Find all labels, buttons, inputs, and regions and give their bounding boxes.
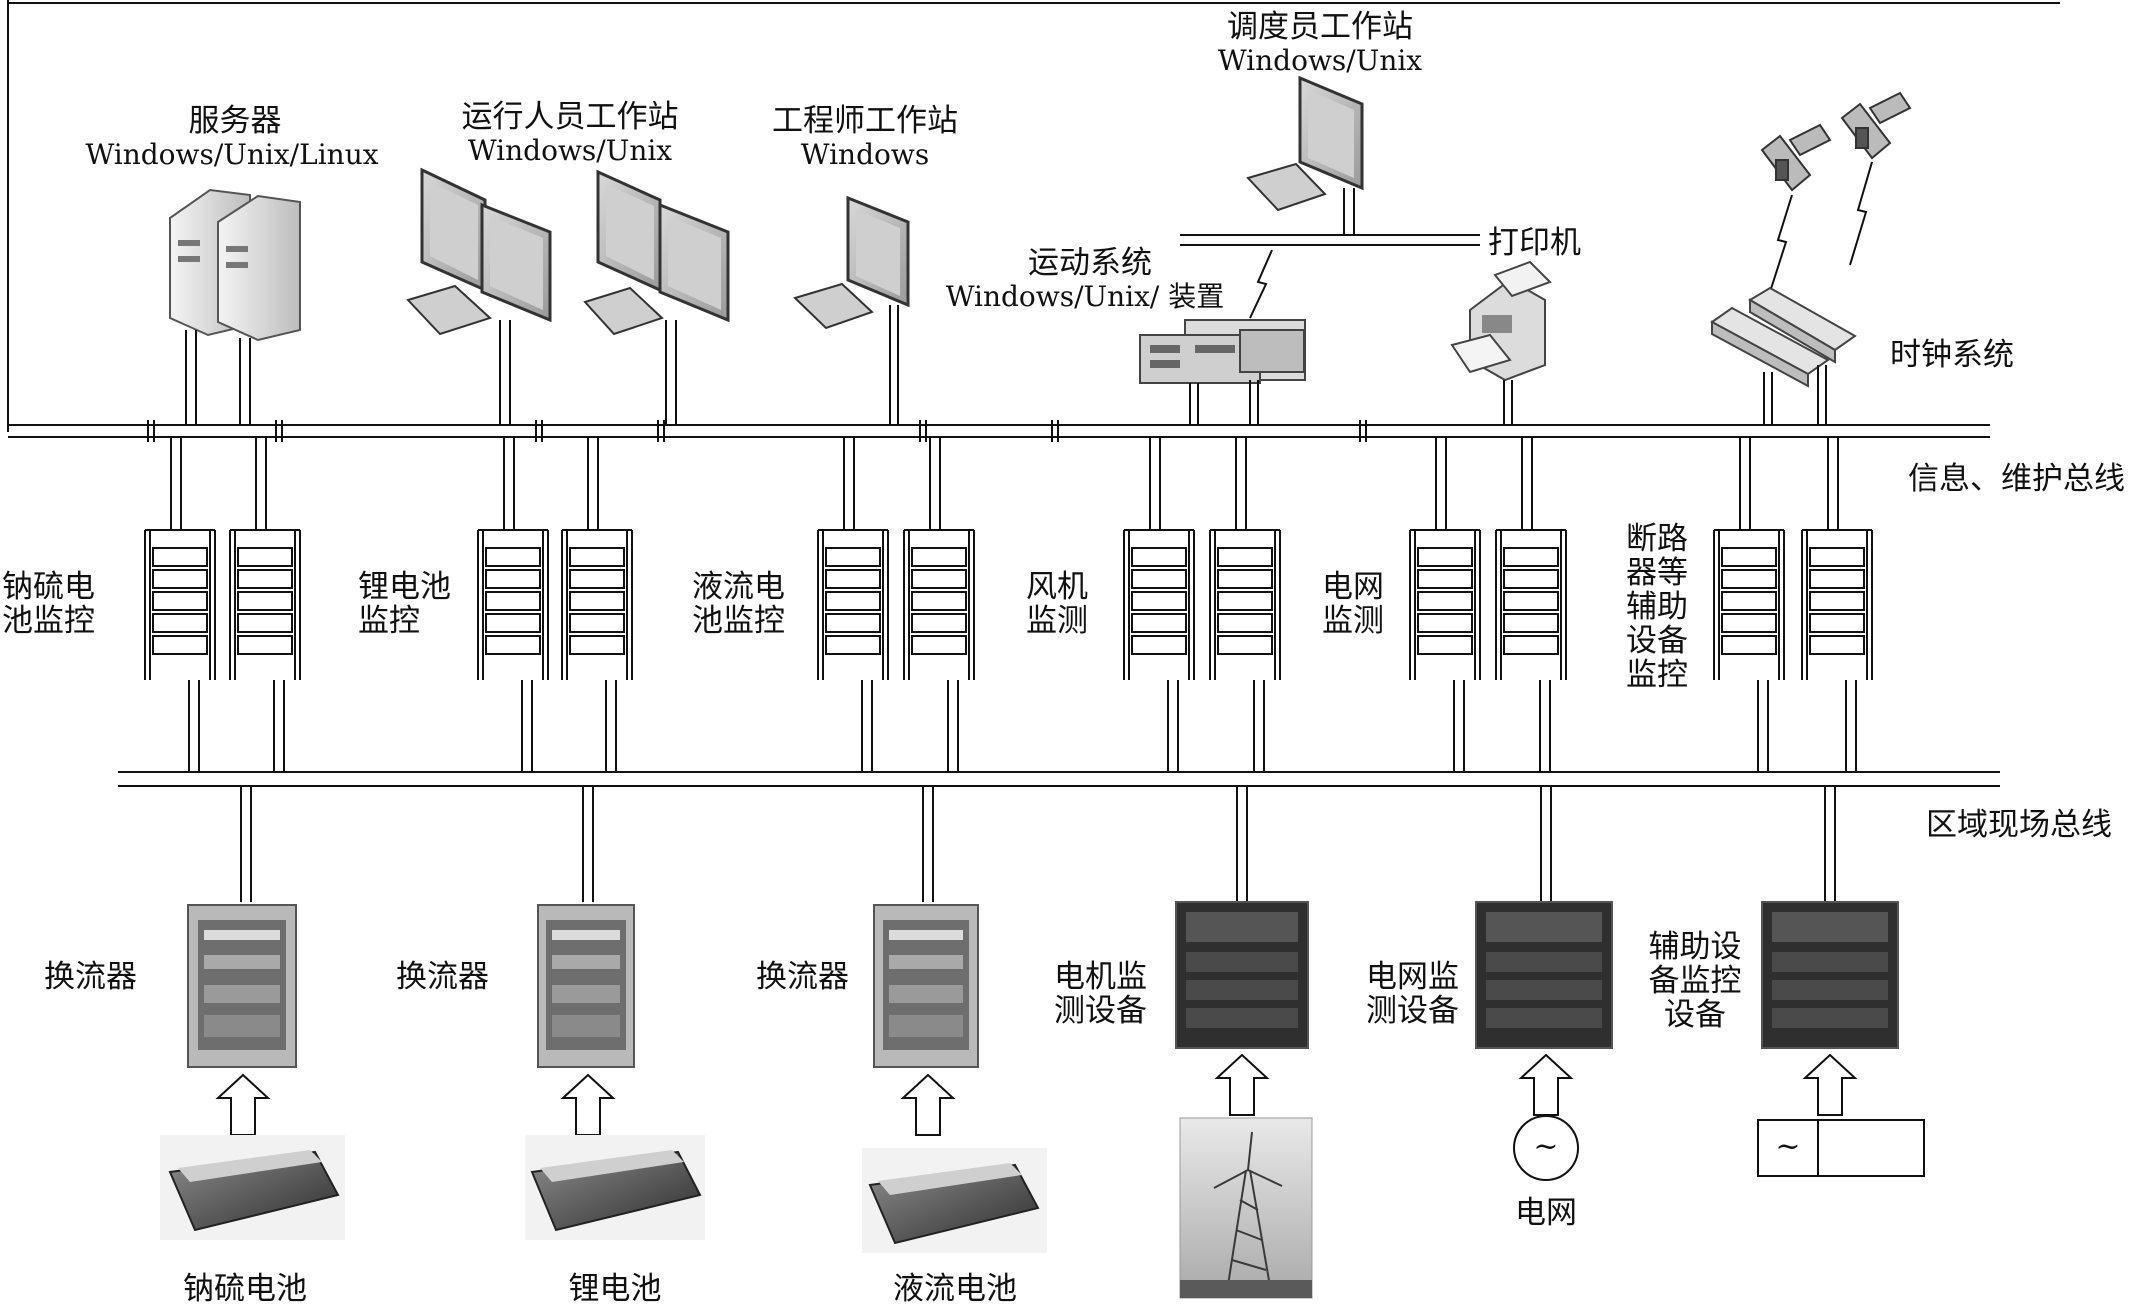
ac-source-symbol-text: ~ [1533,1129,1559,1164]
battery-pack-icon-3 [862,1148,1047,1253]
monitor-cabinet-icon-3 [477,437,549,772]
engineer-workstation-os: Windows [800,138,930,171]
monitor-label-li: 锂电池 监控 [358,569,451,639]
operator-workstation-icon-2 [583,169,730,336]
monitor-label-wind: 风机 监测 [1026,569,1088,639]
converter-label-2: 换流器 [396,959,489,995]
monitor-label-flow: 液流电 池监控 [692,569,785,639]
engineer-workstation-icon [793,195,910,330]
outer-frame [7,0,2060,432]
dispatcher-bus [1180,188,1480,319]
monitor-cabinet-icon-5 [817,437,889,772]
monitor-cabinet-icon-2 [229,437,301,772]
field-link-1 [240,786,252,902]
battery-label-flow: 液流电池 [893,1271,1017,1307]
motor-monitoring-label: 电机监 测设备 [1054,959,1147,1029]
monitor-label-nas: 钠硫电 池监控 [2,569,95,639]
operator-workstation-os: Windows/Unix [467,134,673,167]
operator-workstation-title: 运行人员工作站 [461,99,679,135]
satellite-icon-1 [1760,123,1832,192]
monitor-label-grid: 电网 监测 [1322,569,1384,639]
monitor-cabinet-icon-8 [1209,437,1281,772]
monitor-cabinet-icon-1 [144,437,216,772]
field-bus-label: 区域现场总线 [1926,807,2112,843]
dispatcher-workstation-icon [1246,75,1364,212]
converter-cabinet-3 [873,904,979,1068]
bus-ticks [147,420,1367,442]
clock-system-label: 时钟系统 [1890,337,2014,373]
wind-turbine-image [1179,1117,1313,1299]
operator-workstation-icon-1 [406,167,552,336]
aux-ac-symbol-text: ~ [1775,1129,1801,1164]
aux-equipment-symbol [1757,1119,1925,1177]
monitor-label-aux: 断路 器等 辅助 设备 监控 [1626,521,1688,693]
converter-cabinet-1 [187,904,297,1068]
monitor-cabinet-icon-11 [1713,437,1785,772]
grid-monitoring-equipment [1475,901,1613,1049]
engineer-workstation-title: 工程师工作站 [772,103,958,139]
battery-label-li: 锂电池 [568,1271,662,1307]
battery-pack-icon-2 [525,1135,705,1240]
telecontrol-os: Windows/Unix/ 装置 [945,280,1225,313]
converter-label-3: 换流器 [756,959,849,995]
info-bus-label: 信息、维护总线 [1908,461,2125,497]
monitor-cabinet-icon-4 [561,437,633,772]
monitor-cabinet-icon-6 [903,437,975,772]
field-bus [118,771,2000,787]
clock-device-icon [1710,286,1857,388]
monitor-cabinet-icon-7 [1123,437,1195,772]
satellite-icon-2 [1840,91,1912,160]
field-link-5 [1540,786,1552,902]
telecontrol-device-icon [1139,319,1306,384]
battery-pack-icon-1 [160,1135,345,1240]
printer-label: 打印机 [1488,225,1581,261]
aux-monitoring-equipment [1761,901,1899,1049]
converter-cabinet-2 [537,904,635,1068]
aux-monitoring-label: 辅助设 备监控 设备 [1648,929,1742,1033]
converter-label-1: 换流器 [44,959,137,995]
server-icon [169,188,301,342]
field-link-4 [1236,786,1248,902]
dispatcher-workstation-title: 调度员工作站 [1227,9,1413,45]
dispatcher-workstation-os: Windows/Unix [1217,44,1423,77]
field-link-6 [1824,786,1836,902]
monitor-cabinet-icon-12 [1801,437,1873,772]
server-os: Windows/Unix/Linux [85,138,379,171]
gps-signal [1769,161,1873,293]
field-link-2 [582,786,594,902]
ac-source-symbol [1513,1115,1579,1181]
printer-icon [1450,260,1552,382]
grid-source-label: 电网 [1515,1195,1577,1231]
motor-monitoring-equipment [1175,901,1309,1049]
info-maintenance-bus [8,424,1990,438]
up-arrows [215,1053,1858,1136]
monitor-cabinet-icon-9 [1409,437,1481,772]
server-title: 服务器 [188,103,282,139]
monitor-cabinet-icon-10 [1495,437,1567,772]
battery-label-nas: 钠硫电池 [183,1271,307,1307]
field-link-3 [922,786,934,902]
telecontrol-title: 运动系统 [1028,245,1152,281]
grid-monitoring-label: 电网监 测设备 [1366,959,1459,1029]
